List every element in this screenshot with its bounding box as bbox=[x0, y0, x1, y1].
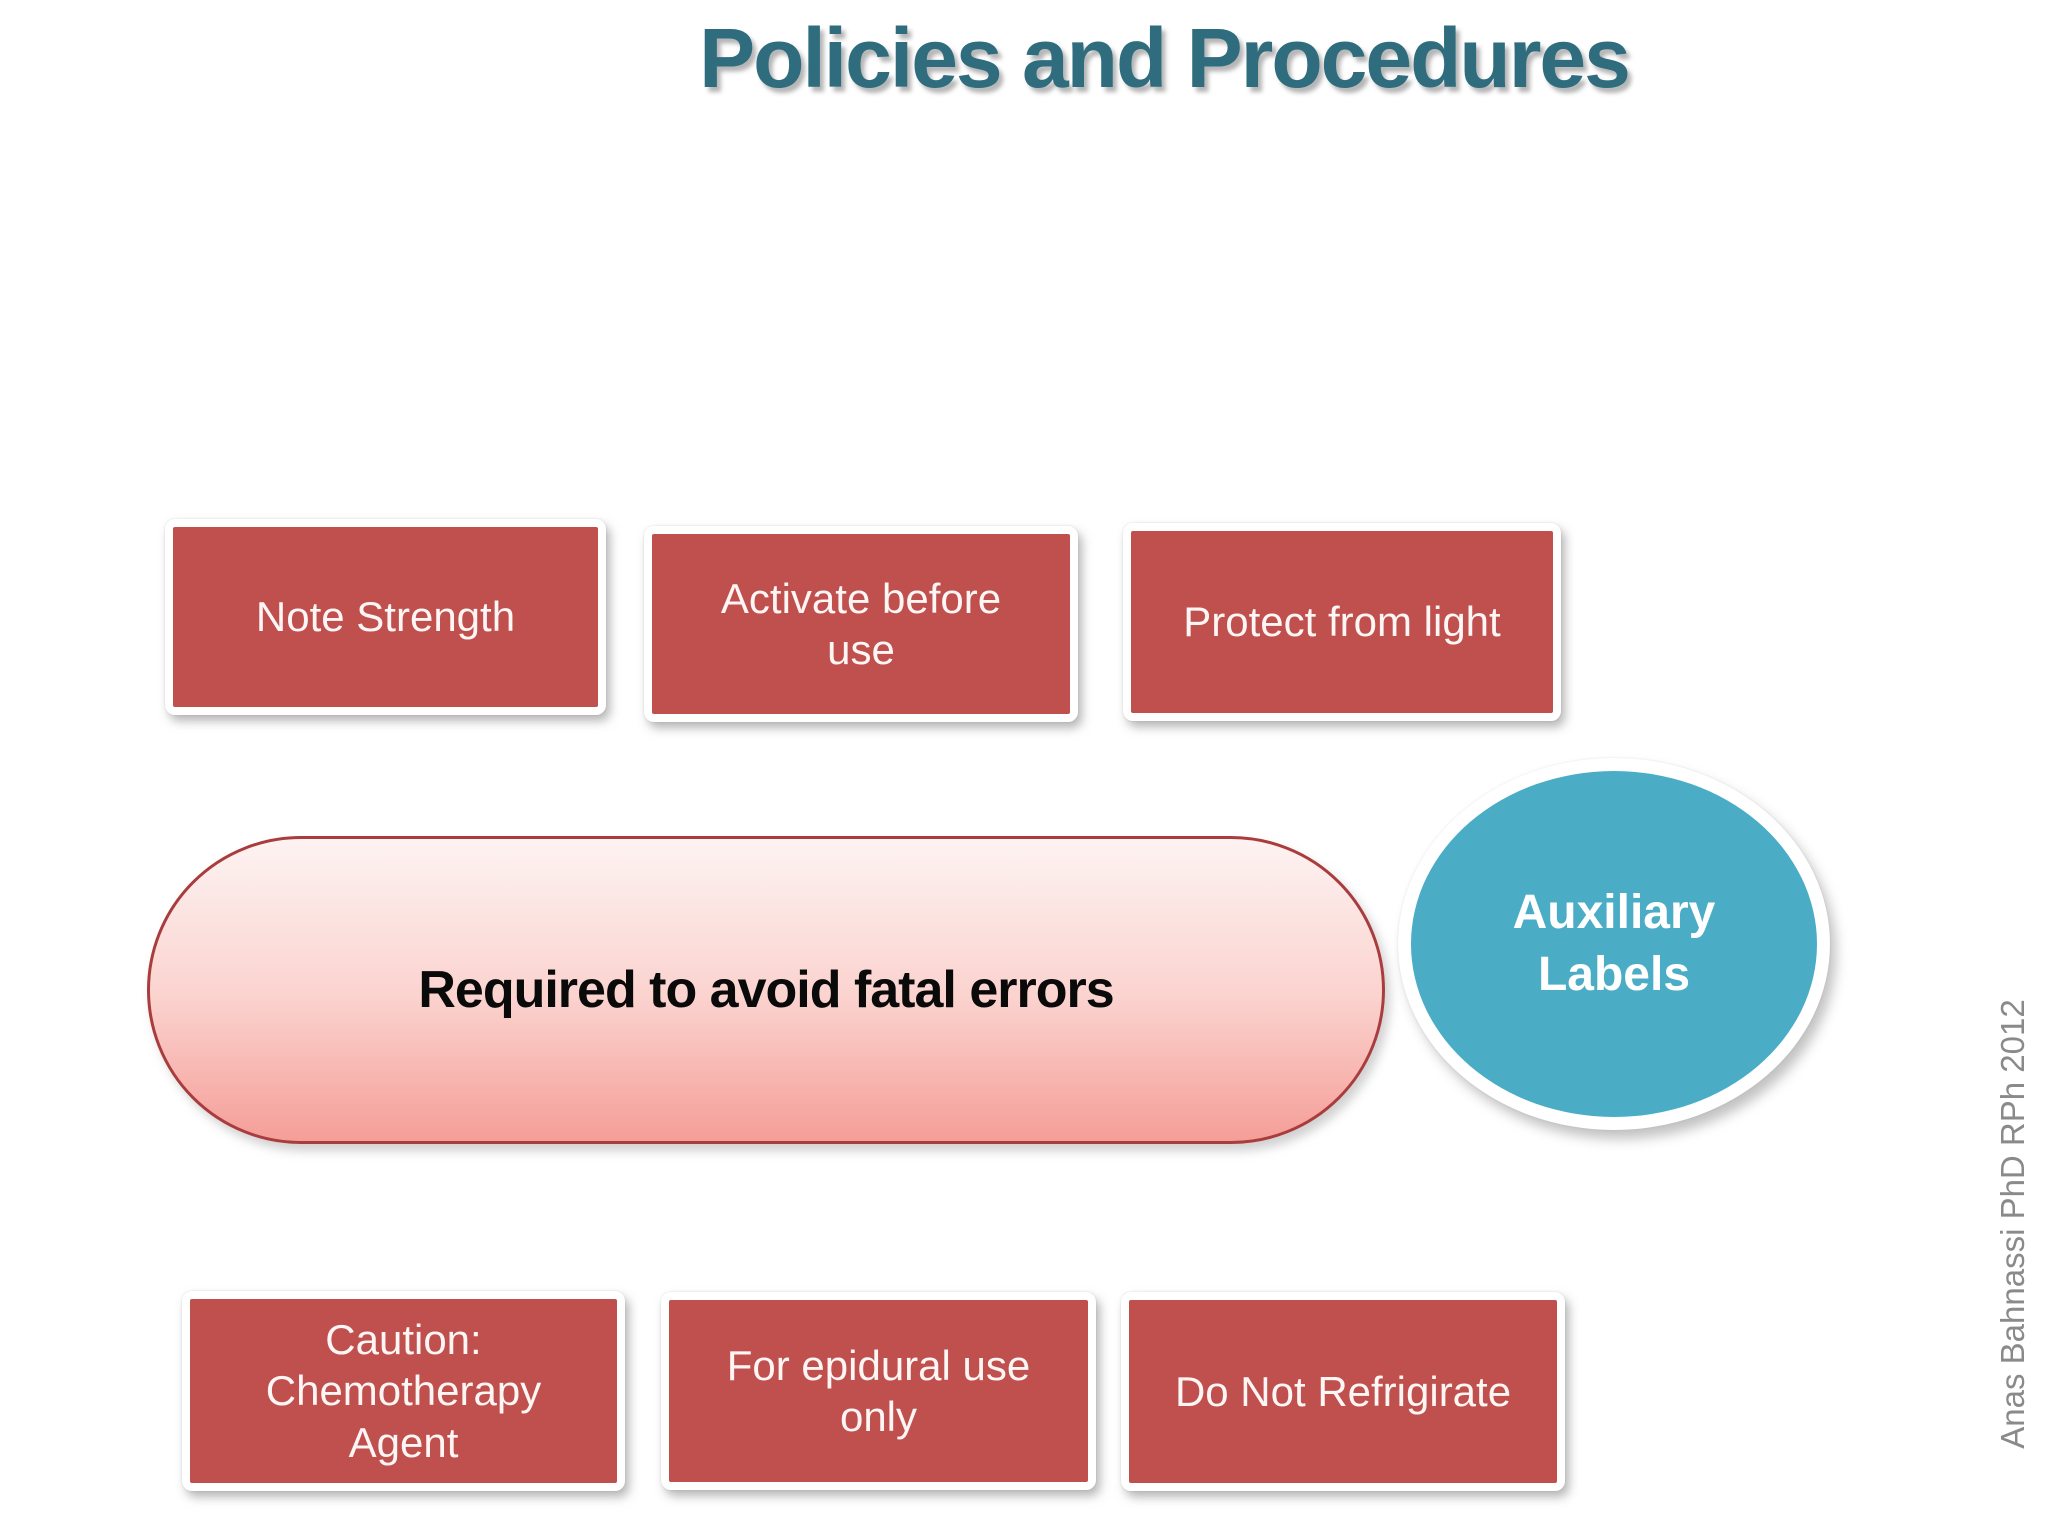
label-box-do-not-refrigirate-text: Do Not Refrigirate bbox=[1174, 1367, 1512, 1415]
label-box-do-not-refrigirate: Do Not Refrigirate bbox=[1121, 1292, 1565, 1491]
author-watermark: Anas Bahnassi PhD RPh 2012 bbox=[1994, 999, 2031, 1449]
label-box-for-epidural-use-only-text: For epidural use only bbox=[726, 1341, 1031, 1440]
label-box-note-strength: Note Strength bbox=[165, 519, 606, 715]
central-message-capsule: Required to avoid fatal errors bbox=[147, 836, 1385, 1144]
label-box-note-strength-text: Note Strength bbox=[255, 593, 516, 641]
label-box-activate-before-use-text: Activate before use bbox=[720, 574, 1002, 673]
slide-title: Policies and Procedures bbox=[699, 11, 1631, 105]
central-message-text: Required to avoid fatal errors bbox=[418, 961, 1114, 1019]
label-box-caution-chemotherapy-agent: Caution: Chemotherapy Agent bbox=[182, 1291, 625, 1491]
label-box-protect-from-light: Protect from light bbox=[1123, 523, 1561, 721]
auxiliary-labels-text: Auxiliary Labels bbox=[1512, 885, 1716, 1001]
label-box-for-epidural-use-only: For epidural use only bbox=[661, 1292, 1096, 1490]
label-box-protect-from-light-text: Protect from light bbox=[1183, 598, 1501, 646]
label-box-activate-before-use: Activate before use bbox=[644, 526, 1078, 722]
auxiliary-labels-circle: Auxiliary Labels bbox=[1398, 758, 1830, 1130]
label-box-caution-chemotherapy-agent-text: Caution: Chemotherapy Agent bbox=[265, 1316, 542, 1466]
